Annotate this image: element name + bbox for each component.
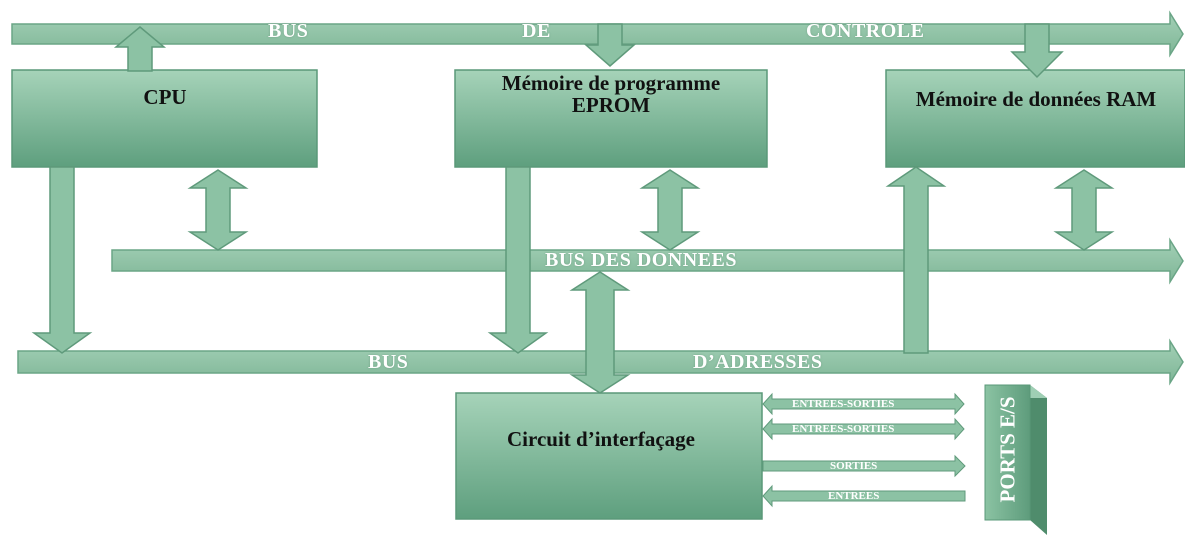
cpu-block — [11, 69, 318, 168]
ports-label: PORTS E/S — [995, 396, 1020, 503]
io-line-2-label: ENTREES-SORTIES — [792, 423, 895, 435]
cpu-to-address-arrow — [31, 166, 93, 354]
control-to-ram-arrow — [1010, 23, 1064, 79]
io-line-2-arrow — [762, 417, 965, 441]
cpu-data-bidirectional-arrow — [187, 169, 249, 251]
data-bus-label: BUS DES DONNEES — [545, 249, 738, 271]
io-line-1-arrow — [762, 392, 965, 416]
address-to-ram-arrow — [885, 166, 947, 354]
io-line-1-label: ENTREES-SORTIES — [792, 398, 895, 410]
data-interface-bidirectional-arrow — [569, 271, 631, 394]
ports-block-side — [1030, 385, 1047, 535]
program-memory-label: Mémoire de programme EPROM — [455, 72, 767, 116]
io-line-3-arrow — [762, 454, 966, 478]
io-line-4-arrow — [762, 484, 966, 508]
address-bus-label-adresses: D’ADRESSES — [693, 351, 823, 373]
ports-block-front — [984, 384, 1031, 521]
interface-label: Circuit d’interfaçage — [507, 427, 695, 451]
io-line-3-label: SORTIES — [830, 460, 878, 472]
data-memory-block — [885, 69, 1185, 168]
address-bus-label-bus: BUS — [368, 351, 409, 373]
control-bus-label-de: DE — [522, 20, 551, 42]
control-bus-label-controle: CONTROLE — [806, 20, 925, 42]
program-memory-block — [454, 69, 768, 168]
data-memory-label: Mémoire de données RAM — [915, 87, 1157, 111]
cpu-label: CPU — [143, 85, 187, 109]
program-memory-label-line1: Mémoire de programme — [501, 71, 721, 95]
control-to-eprom-arrow — [584, 23, 636, 67]
ram-data-bidirectional-arrow — [1053, 169, 1115, 251]
cpu-to-control-arrow — [113, 26, 167, 72]
control-bus-label-bus: BUS — [268, 20, 309, 42]
io-line-4-label: ENTREES — [828, 490, 880, 502]
program-memory-label-line2: EPROM — [571, 93, 651, 118]
interface-block — [455, 392, 763, 520]
eprom-data-bidirectional-arrow — [639, 169, 701, 251]
address-to-eprom-arrow — [487, 166, 549, 354]
